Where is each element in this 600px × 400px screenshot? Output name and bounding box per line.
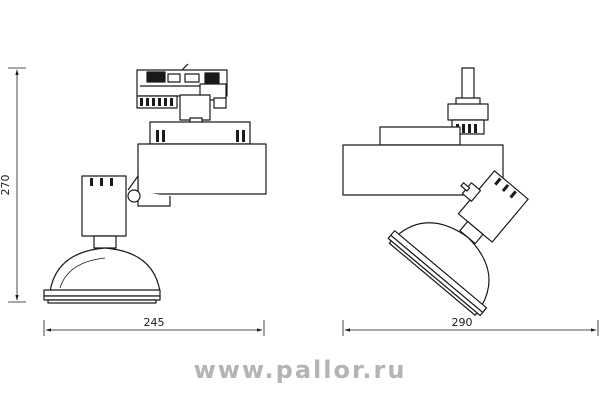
driver-box-front xyxy=(137,143,267,195)
fixture-front-view xyxy=(43,63,267,304)
side-width-label: 290 xyxy=(452,316,473,329)
track-adapter-front xyxy=(136,63,228,129)
reflector-front xyxy=(49,247,161,293)
fixture-side-view xyxy=(342,67,529,317)
lamp-holder-front xyxy=(81,175,127,237)
front-width-dimension xyxy=(43,320,265,336)
height-dimension-label: 270 xyxy=(0,175,12,196)
front-width-label: 245 xyxy=(144,316,165,329)
driver-box-side xyxy=(342,144,504,196)
track-adapter-side xyxy=(447,67,489,135)
watermark-text: www.pallor.ru xyxy=(194,356,407,384)
height-dimension xyxy=(8,67,26,303)
reflector-side xyxy=(396,222,490,307)
side-width-dimension xyxy=(342,320,599,336)
